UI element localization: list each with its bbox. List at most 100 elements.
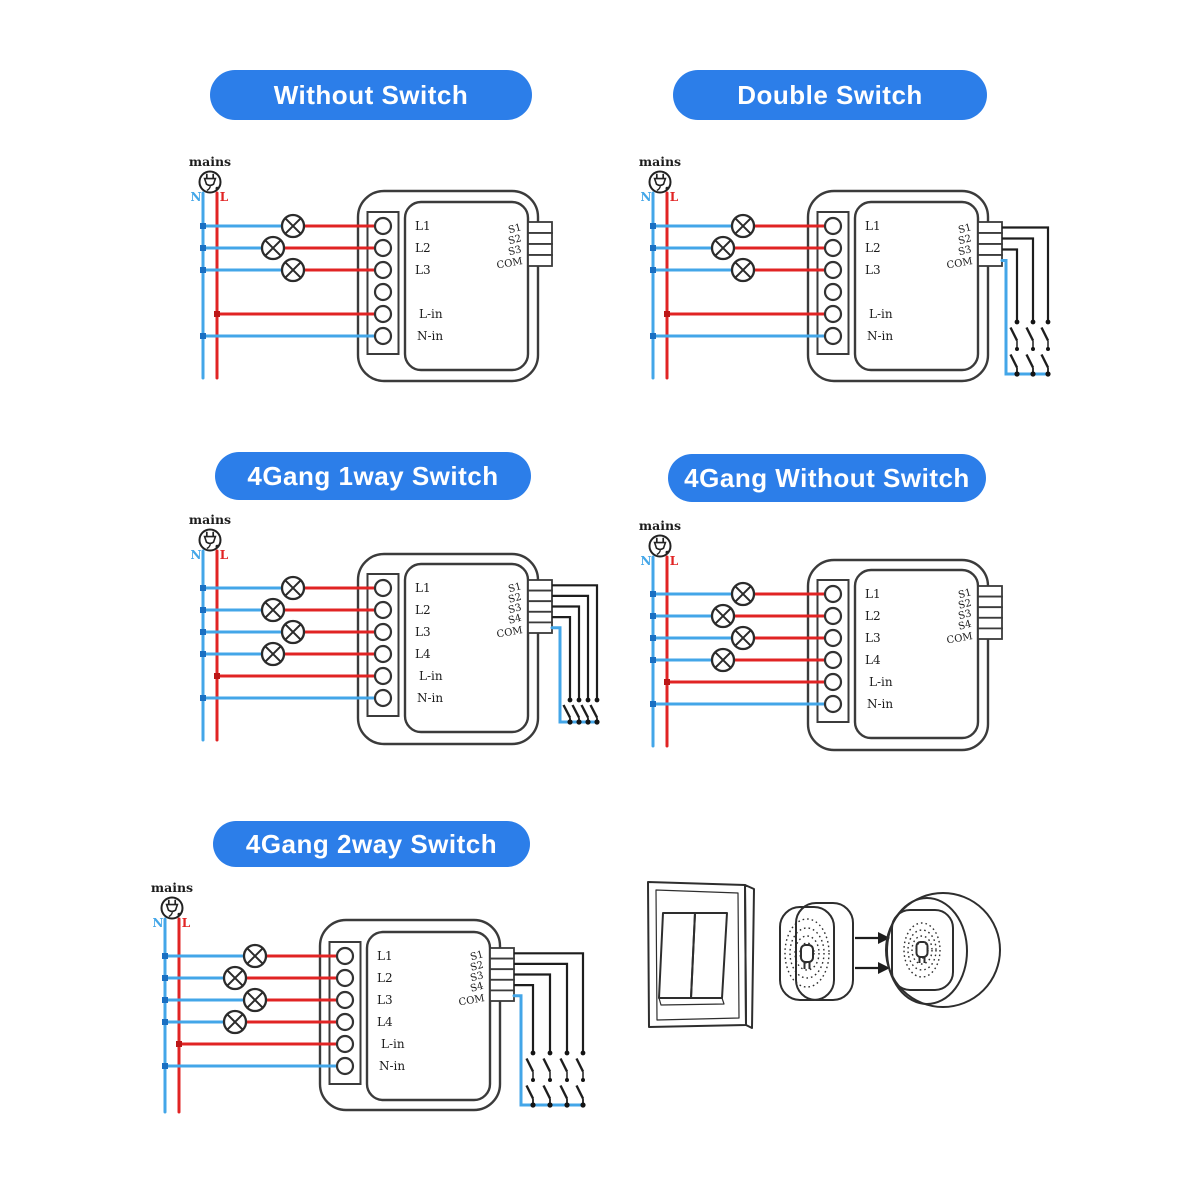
- terminal-label-l2: L2: [865, 609, 881, 623]
- wall-switch-symbol: [559, 1049, 571, 1107]
- live-label: L: [220, 190, 229, 204]
- module: L1 L2 L3 L-in N-in S1 S2 S3 COM: [806, 189, 1003, 383]
- lamp-icon: [260, 235, 286, 261]
- mains-plug-icon: [648, 534, 672, 558]
- signal-connector: [527, 579, 553, 634]
- live-label: L: [220, 548, 229, 562]
- lamp-icon: [710, 235, 736, 261]
- lamp-icon: [710, 603, 736, 629]
- banner-title: 4Gang 1way Switch: [247, 460, 499, 491]
- lamp-icon: [730, 625, 756, 651]
- terminal-label-nin: N-in: [379, 1059, 405, 1073]
- mains-label: mains: [189, 512, 231, 527]
- module: L1 L2 L3 L4 L-in N-in S1 S2 S3 S4 COM: [318, 918, 515, 1112]
- lamp-icon: [280, 213, 306, 239]
- lamp-icon: [730, 257, 756, 283]
- mains-supply: mains N L: [189, 154, 231, 380]
- load-wiring: [650, 581, 835, 707]
- signal-label-s3: S3: [507, 602, 523, 616]
- neutral-label: N: [191, 190, 202, 204]
- wall-switch-symbol: [542, 1049, 554, 1107]
- wall-switch-symbol: [562, 696, 574, 724]
- terminal-label-nin: N-in: [417, 329, 443, 343]
- com-return-wire: [1000, 259, 1050, 376]
- load-wiring: [200, 575, 385, 701]
- signal-label-s2: S2: [507, 592, 523, 606]
- wall-switch-symbol: [580, 696, 592, 724]
- banner-without-switch: Without Switch: [210, 70, 532, 120]
- terminal-label-l1: L1: [865, 587, 881, 601]
- banner-title: 4Gang 2way Switch: [245, 828, 498, 859]
- wall-switch-symbol: [525, 1049, 537, 1107]
- reset-pin-icon: [800, 944, 814, 969]
- terminal-label-l2: L2: [377, 971, 393, 985]
- signal-label-s1: S1: [469, 949, 485, 963]
- signal-connector: [977, 585, 1003, 640]
- terminal-label-nin: N-in: [417, 691, 443, 705]
- terminal-label-nin: N-in: [867, 329, 893, 343]
- signal-label-s2: S2: [957, 233, 973, 247]
- signal-label-s1: S1: [957, 587, 973, 601]
- signal-label-com: COM: [496, 256, 524, 271]
- banner-title: Without Switch: [273, 79, 469, 110]
- banner-4gang-2way-switch: 4Gang 2way Switch: [213, 821, 530, 867]
- neutral-label: N: [641, 554, 652, 568]
- terminal-label-lin: L-in: [869, 675, 893, 689]
- terminal-label-l4: L4: [415, 647, 431, 661]
- com-return-wire: [512, 994, 585, 1107]
- live-label: L: [670, 554, 679, 568]
- wiring-diagram-double-switch: L1 L2 L3 L-in N-in S1 S2 S3 COM mains N …: [639, 154, 1052, 383]
- load-wiring: [162, 943, 347, 1069]
- lamp-icon: [730, 581, 756, 607]
- neutral-label: N: [191, 548, 202, 562]
- lamp-icon: [280, 619, 306, 645]
- mains-label: mains: [639, 154, 681, 169]
- lamp-icon: [260, 597, 286, 623]
- terminal-label-l1: L1: [865, 219, 881, 233]
- banner-title: Double Switch: [737, 79, 923, 110]
- terminal-label-lin: L-in: [869, 307, 893, 321]
- terminal-label-l3: L3: [377, 993, 393, 1007]
- lamp-icon: [242, 943, 268, 969]
- module: L1 L2 L3 L4 L-in N-in S1 S2 S3 S4 COM: [806, 558, 1003, 752]
- neutral-label: N: [153, 916, 164, 930]
- module: L1 L2 L3 L4 L-in N-in S1 S2 S3 S4 COM: [356, 552, 553, 746]
- terminal-circles: [335, 946, 355, 1076]
- terminal-circles: [823, 216, 843, 346]
- mains-supply: mains N L: [639, 154, 681, 380]
- mains-label: mains: [151, 880, 193, 895]
- mains-plug-icon: [198, 170, 222, 194]
- wall-switch-symbol: [1009, 318, 1021, 376]
- terminal-label-nin: N-in: [867, 697, 893, 711]
- lamp-icon: [260, 641, 286, 667]
- wiring-diagram-4gang-1way: L1 L2 L3 L4 L-in N-in S1 S2 S3 S4 COM ma…: [189, 512, 601, 746]
- signal-label-s1: S1: [507, 222, 523, 236]
- banner-double-switch: Double Switch: [673, 70, 987, 120]
- terminal-label-l4: L4: [377, 1015, 393, 1029]
- insert-arrows-icon: [855, 932, 890, 974]
- wiring-diagram-4gang-without-switch: L1 L2 L3 L4 L-in N-in S1 S2 S3 S4 COM ma…: [639, 518, 1003, 752]
- signal-label-com: COM: [946, 631, 974, 646]
- terminal-label-l2: L2: [865, 241, 881, 255]
- mains-supply: mains N L: [151, 880, 193, 1114]
- signal-connector: [527, 221, 553, 267]
- terminal-label-l1: L1: [415, 219, 431, 233]
- signal-label-s4: S4: [507, 613, 523, 627]
- banner-4gang-1way-switch: 4Gang 1way Switch: [215, 452, 531, 500]
- terminal-circles: [823, 584, 843, 714]
- signal-label-s1: S1: [507, 581, 523, 595]
- signal-label-com: COM: [458, 993, 486, 1008]
- terminal-circles: [373, 578, 393, 708]
- module: L1 L2 L3 L-in N-in S1 S2 S3 COM: [356, 189, 553, 383]
- load-wiring: [200, 213, 385, 339]
- wall-switch-symbol: [571, 696, 583, 724]
- mains-label: mains: [639, 518, 681, 533]
- terminal-label-l4: L4: [865, 653, 881, 667]
- signal-label-s3: S3: [957, 608, 973, 622]
- smart-switch-module-icon: [779, 902, 854, 1001]
- live-label: L: [182, 916, 191, 930]
- signal-label-s2: S2: [469, 960, 485, 974]
- signal-label-s2: S2: [507, 233, 523, 247]
- live-label: L: [670, 190, 679, 204]
